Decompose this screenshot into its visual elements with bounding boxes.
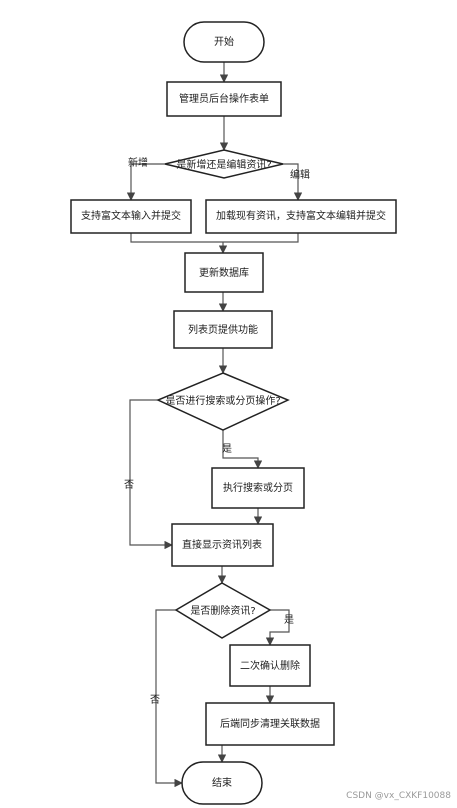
edge-delete-no [155, 609, 183, 788]
delete-decision-label: 是否删除资讯? [190, 604, 255, 617]
show-list-label: 直接显示资讯列表 [182, 538, 262, 551]
confirm-delete-box [229, 644, 311, 687]
edge-delete-yes [265, 609, 290, 646]
list-page-label: 列表页提供功能 [188, 323, 258, 336]
end-terminal [181, 761, 263, 805]
list-page-box [173, 310, 273, 349]
edge-rich-text-merge [130, 233, 223, 243]
rich-text-submit-box [70, 199, 192, 234]
start-label: 开始 [214, 35, 234, 48]
show-list-box [171, 523, 274, 567]
edge-label-delete-yes: 是 [284, 614, 294, 626]
edge-decision-edit [283, 163, 303, 201]
admin-form-box [166, 81, 282, 117]
sync-cleanup-box [205, 702, 335, 746]
end-label: 结束 [212, 776, 232, 789]
load-and-edit-label: 加载现有资讯，支持富文本编辑并提交 [216, 209, 386, 222]
load-and-edit-box [205, 199, 397, 234]
confirm-delete-label: 二次确认删除 [240, 659, 300, 672]
delete-decision [174, 582, 272, 639]
start-terminal [183, 21, 265, 63]
edge-search-no [129, 399, 173, 550]
update-db-box [184, 252, 264, 293]
edge-load-edit-merge [223, 233, 299, 243]
sync-cleanup-label: 后端同步清理关联数据 [220, 717, 320, 730]
do-search-label: 执行搜索或分页 [223, 481, 293, 494]
edge-decision-new [126, 163, 165, 201]
new-or-edit-decision [164, 149, 284, 179]
search-decision [156, 372, 290, 431]
new-or-edit-label: 是新增还是编辑资讯? [176, 158, 271, 171]
search-decision-label: 是否进行搜索或分页操作? [165, 394, 280, 407]
update-db-label: 更新数据库 [199, 266, 249, 279]
edge-search-yes [222, 430, 263, 469]
edge-label-search-no: 否 [124, 479, 134, 491]
watermark-text: CSDN @vx_CXKF10088 [346, 791, 451, 801]
edge-label-search-yes: 是 [222, 443, 232, 455]
rich-text-submit-label: 支持富文本输入并提交 [81, 209, 181, 222]
do-search-box [211, 467, 305, 509]
edge-label-edit: 编辑 [290, 168, 310, 181]
edge-label-new: 新增 [128, 156, 148, 169]
admin-form-label: 管理员后台操作表单 [179, 92, 269, 105]
edge-label-delete-no: 否 [150, 694, 160, 706]
